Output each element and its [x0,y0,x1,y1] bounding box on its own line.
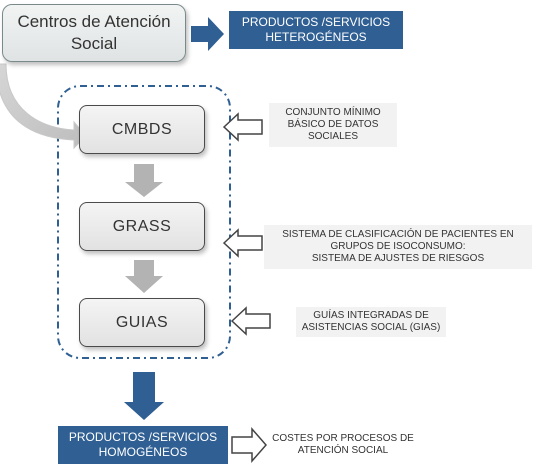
step-label-guias: GUIAS [115,313,169,331]
step-box-cmbds: CMBDS [79,105,205,154]
top-box-centros: Centros de Atención Social [2,4,186,62]
top-box-label: Centros de Atención Social [17,12,171,53]
products-heterogeneous-label: PRODUCTOS /SERVICIOS HETEROGÉNEOS [241,15,391,44]
products-homogeneous-box: PRODUCTOS /SERVICIOS HOMOGÉNEOS [58,426,228,464]
process-group-border [57,85,231,359]
note-cmbds-text: CONJUNTO MÍNIMO BÁSICO DE DATOS SOCIALES [285,107,381,142]
products-heterogeneous-box: PRODUCTOS /SERVICIOS HETEROGÉNEOS [229,11,403,49]
blue-arrow-right-top [191,17,224,51]
step-label-grass: GRASS [112,217,172,235]
note-guias-text: GUÍAS INTEGRADAS DE ASISTENCIAS SOCIAL (… [301,310,441,333]
note-grass-text: SISTEMA DE CLASIFICACIÓN DE PACIENTES EN… [282,229,514,264]
note-cmbds: CONJUNTO MÍNIMO BÁSICO DE DATOS SOCIALES [269,103,397,147]
costs-text: COSTES POR PROCESOS DE ATENCIÓN SOCIAL [272,433,414,456]
step-box-grass: GRASS [79,202,205,251]
gray-arrow-down-1 [125,164,163,197]
curved-arrow-to-cmbds [0,63,87,150]
hollow-arrow-left-guias [230,306,271,336]
products-homogeneous-label: PRODUCTOS /SERVICIOS HOMOGÉNEOS [68,430,218,459]
step-label-cmbds: CMBDS [111,120,173,138]
note-guias: GUÍAS INTEGRADAS DE ASISTENCIAS SOCIAL (… [296,307,446,337]
costs-box: COSTES POR PROCESOS DE ATENCIÓN SOCIAL [268,427,418,463]
step-box-guias: GUIAS [79,298,205,347]
gray-arrow-down-2 [125,260,163,293]
hollow-arrow-left-cmbds [222,112,263,142]
blue-arrow-down [124,372,164,420]
note-grass: SISTEMA DE CLASIFICACIÓN DE PACIENTES EN… [264,225,532,269]
hollow-arrow-right-bottom [231,427,267,463]
hollow-arrow-left-grass [222,228,263,258]
